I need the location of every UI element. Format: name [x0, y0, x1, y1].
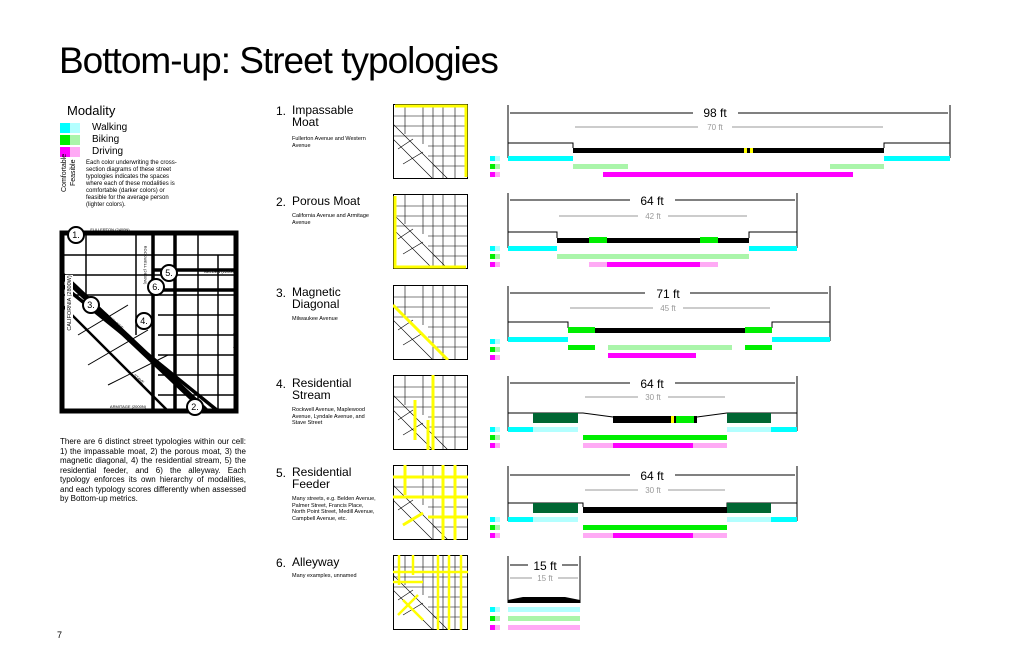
- typology-name: Impassable Moat: [292, 103, 354, 129]
- total-width-label: 64 ft: [640, 377, 664, 391]
- typology-map-thumbnail: [393, 375, 468, 450]
- cross-section: 98 ft 70 ft: [490, 105, 951, 177]
- typology-number: 6.: [276, 556, 287, 570]
- typology-streets: Many examples, unnamed: [292, 573, 357, 579]
- total-width-label: 64 ft: [640, 469, 664, 483]
- map-marker-6: 6.: [147, 278, 165, 296]
- street-label-rockwell: ROCKWELL (2600W): [143, 246, 148, 285]
- typology-number: 3.: [276, 286, 287, 300]
- total-width-label: 71 ft: [656, 287, 680, 301]
- cross-section: 64 ft 30 ft: [490, 466, 798, 538]
- typology-map-thumbnail: [393, 285, 468, 360]
- cross-section: 15 ft 15 ft: [490, 556, 581, 630]
- svg-text:3.: 3.: [87, 300, 95, 310]
- neighborhood-map: FULLERTON (2400N) ROCKWELL (2600W) BELDE…: [59, 226, 239, 416]
- roadway-width-label: 42 ft: [645, 212, 661, 221]
- typology-map-thumbnail: [393, 465, 468, 540]
- legend-comfortable-label: Comfortable: [61, 153, 68, 192]
- cross-section: 71 ft 45 ft: [490, 286, 831, 360]
- svg-text:6.: 6.: [152, 282, 160, 292]
- typology-streets: California Avenue and Armitage Avenue: [292, 213, 369, 226]
- typology-name: Porous Moat: [292, 194, 361, 208]
- street-label-western: WESTERN (2400W): [233, 312, 238, 349]
- map-marker-2: 2.: [186, 398, 204, 416]
- legend-title: Modality: [67, 103, 116, 118]
- cross-section: 64 ft 42 ft: [490, 193, 798, 267]
- street-label-california: CALIFORNIA (2800W): [67, 275, 73, 330]
- roadway-width-label: 70 ft: [707, 123, 723, 132]
- roadway-width-label: 30 ft: [645, 486, 661, 495]
- svg-text:5.: 5.: [165, 268, 173, 278]
- legend-note: Each color underwriting the cross-sectio…: [86, 160, 177, 208]
- svg-text:2.: 2.: [191, 402, 199, 412]
- typology-number: 1.: [276, 104, 287, 118]
- roadway-width-label: 30 ft: [645, 393, 661, 402]
- svg-text:1.: 1.: [72, 230, 80, 240]
- typology-streets: Milwaukee Avenue: [292, 316, 338, 322]
- page-title: Bottom-up: Street typologies: [59, 40, 499, 81]
- typology-name: Residential Stream: [292, 376, 352, 402]
- mini-legend: [490, 156, 500, 177]
- legend-biking: Biking: [60, 134, 119, 145]
- typology-map-thumbnail: [393, 104, 468, 179]
- typology-map-thumbnail: [393, 194, 468, 269]
- total-width-label: 15 ft: [533, 559, 557, 573]
- typology-map-thumbnail: [393, 555, 468, 630]
- total-width-label: 98 ft: [703, 106, 727, 120]
- roadway-width-label: 15 ft: [537, 574, 553, 583]
- map-marker-1: 1.: [67, 226, 85, 244]
- street-label-armitage: ARMITAGE (2000N): [110, 404, 147, 409]
- legend-driving: Driving: [60, 146, 123, 157]
- page-number: 7: [57, 630, 63, 640]
- svg-text:4.: 4.: [140, 316, 148, 326]
- typology-description: There are 6 distinct street typologies w…: [60, 437, 246, 503]
- map-marker-5: 5.: [160, 264, 178, 282]
- typology-name: Residential Feeder: [292, 465, 352, 491]
- typology-streets: Rockwell Avenue, Maplewood Avenue, Lynda…: [292, 407, 365, 426]
- map-marker-4: 4.: [135, 312, 153, 330]
- legend-walking: Walking: [60, 122, 127, 133]
- street-label-fullerton: FULLERTON (2400N): [90, 227, 130, 232]
- typology-number: 5.: [276, 466, 287, 480]
- typology-streets: Many streets, e.g. Belden Avenue, Palmer…: [292, 496, 376, 522]
- legend-feasible-label: Feasible: [70, 159, 77, 186]
- typology-name: Alleyway: [292, 555, 340, 569]
- map-marker-3: 3.: [82, 296, 100, 314]
- roadway-width-label: 45 ft: [660, 304, 676, 313]
- cross-section: 64 ft 30 ft: [490, 376, 798, 448]
- street-label-belden: BELDEN (2200N): [204, 269, 236, 274]
- typology-streets: Fullerton Avenue and Western Avenue: [292, 136, 366, 149]
- typology-name: Magnetic Diagonal: [292, 285, 341, 311]
- typology-number: 2.: [276, 195, 287, 209]
- typology-number: 4.: [276, 377, 287, 391]
- total-width-label: 64 ft: [640, 194, 664, 208]
